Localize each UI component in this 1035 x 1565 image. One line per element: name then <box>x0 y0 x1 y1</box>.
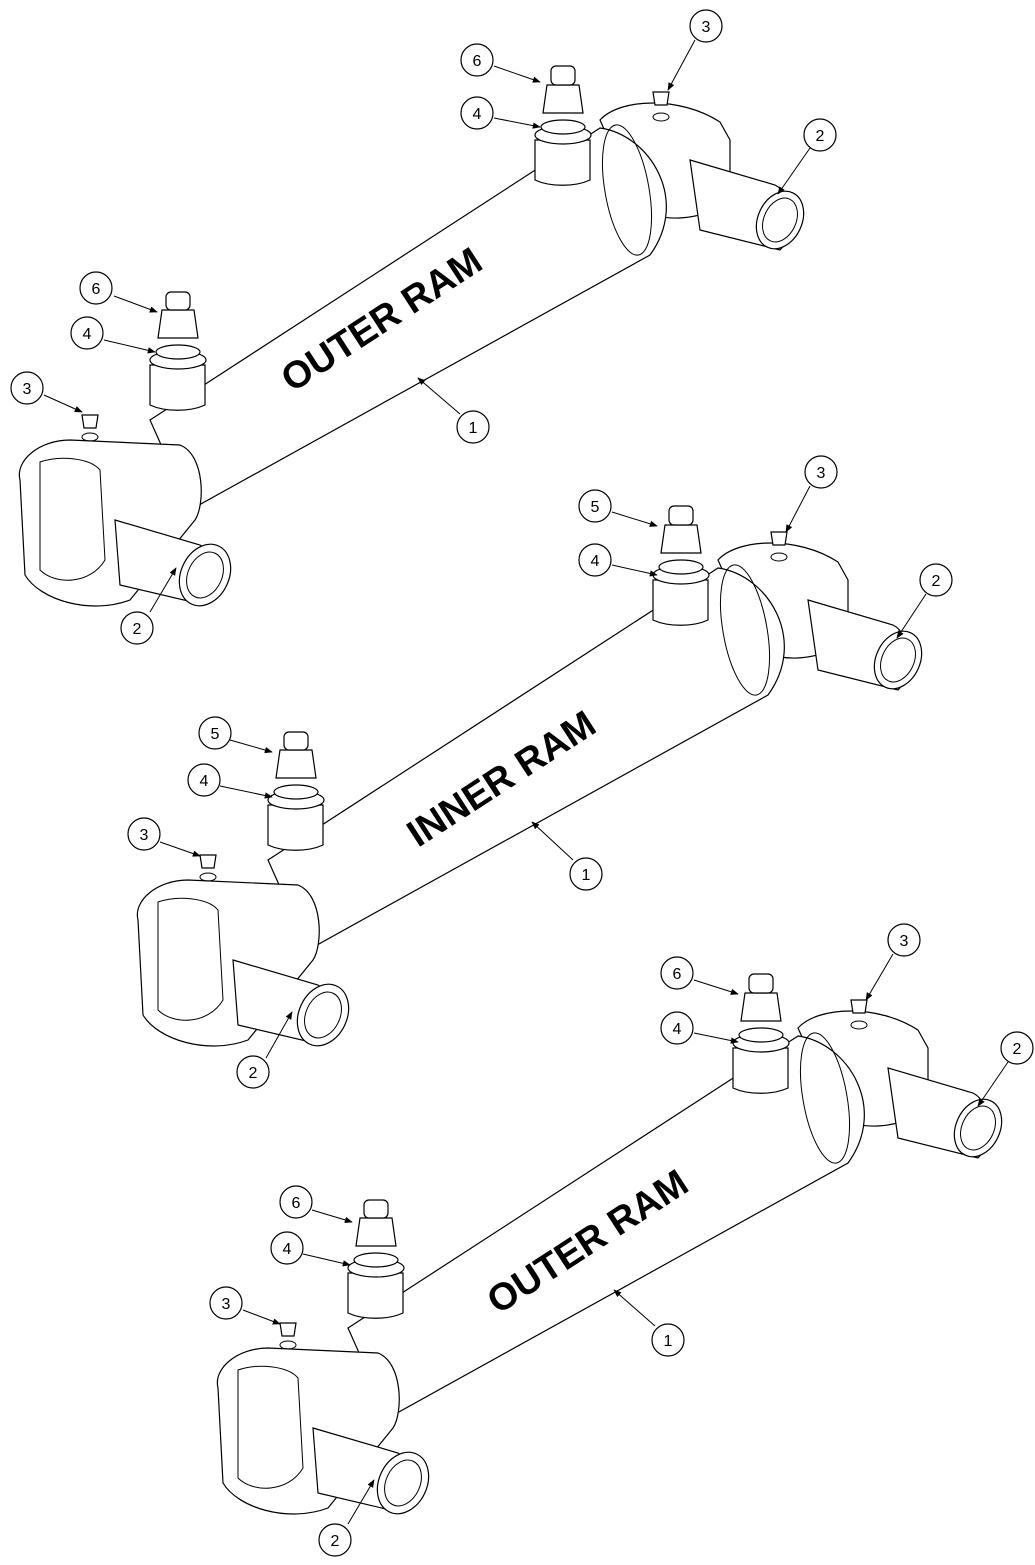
callout-port-fitting-far: 5 <box>578 489 658 527</box>
svg-text:2: 2 <box>133 621 142 638</box>
callout-port-fitting-near: 5 <box>198 716 273 754</box>
svg-text:3: 3 <box>140 827 149 844</box>
callout-grease-far: 3 <box>667 9 723 91</box>
callout-washer-far: 4 <box>660 1011 739 1045</box>
svg-text:2: 2 <box>331 1533 340 1550</box>
svg-text:3: 3 <box>817 465 826 482</box>
svg-text:1: 1 <box>469 420 478 437</box>
callout-grease-near: 3 <box>209 1286 281 1325</box>
svg-text:2: 2 <box>816 128 825 145</box>
svg-text:4: 4 <box>83 326 92 343</box>
callout-washer-near: 4 <box>187 763 273 799</box>
callout-port-fitting-far: 6 <box>660 956 739 995</box>
callout-port-fitting-near: 6 <box>279 1185 353 1223</box>
callout-washer-near: 4 <box>70 316 156 354</box>
callout-port-fitting-far: 6 <box>460 43 541 83</box>
svg-text:3: 3 <box>900 933 909 950</box>
svg-text:2: 2 <box>249 1065 258 1082</box>
svg-text:2: 2 <box>1013 1041 1022 1058</box>
callout-washer-near: 4 <box>270 1231 351 1267</box>
callout-body: 1 <box>613 1289 685 1357</box>
svg-text:4: 4 <box>283 1241 292 1258</box>
callout-grease-far: 3 <box>865 923 921 1001</box>
callout-pin-near: 2 <box>120 567 177 645</box>
callout-pin-far: 2 <box>777 118 837 195</box>
svg-text:6: 6 <box>473 53 482 70</box>
assembly-inner-ram: INNER RAM 5 4 3 2 1 5 <box>127 455 953 1089</box>
assembly-outer-ram-top: OUTER RAM 6 4 3 2 1 <box>10 9 837 645</box>
callout-grease-far: 3 <box>785 455 838 533</box>
callout-washer-far: 4 <box>578 543 658 577</box>
callout-body: 1 <box>531 821 603 891</box>
svg-text:6: 6 <box>292 1195 301 1212</box>
callout-port-fitting-near: 6 <box>79 271 158 313</box>
svg-text:3: 3 <box>702 19 711 36</box>
callout-grease-near: 3 <box>127 817 201 857</box>
svg-text:1: 1 <box>582 867 591 884</box>
callout-pin-far: 2 <box>896 563 953 639</box>
svg-text:4: 4 <box>673 1021 682 1038</box>
svg-text:6: 6 <box>92 281 101 298</box>
callout-body: 1 <box>417 377 490 444</box>
svg-text:1: 1 <box>664 1333 673 1350</box>
svg-text:5: 5 <box>211 726 220 743</box>
svg-text:5: 5 <box>591 499 600 516</box>
svg-text:4: 4 <box>473 106 482 123</box>
callout-pin-near: 2 <box>318 1479 375 1557</box>
svg-text:3: 3 <box>222 1296 231 1313</box>
callout-washer-far: 4 <box>460 96 541 130</box>
callout-pin-far: 2 <box>977 1031 1034 1107</box>
svg-text:6: 6 <box>673 966 682 983</box>
svg-text:2: 2 <box>932 573 941 590</box>
callout-grease-near: 3 <box>10 371 83 413</box>
svg-text:3: 3 <box>23 381 32 398</box>
svg-text:4: 4 <box>200 773 209 790</box>
svg-text:4: 4 <box>591 553 600 570</box>
callout-pin-near: 2 <box>236 1011 293 1089</box>
